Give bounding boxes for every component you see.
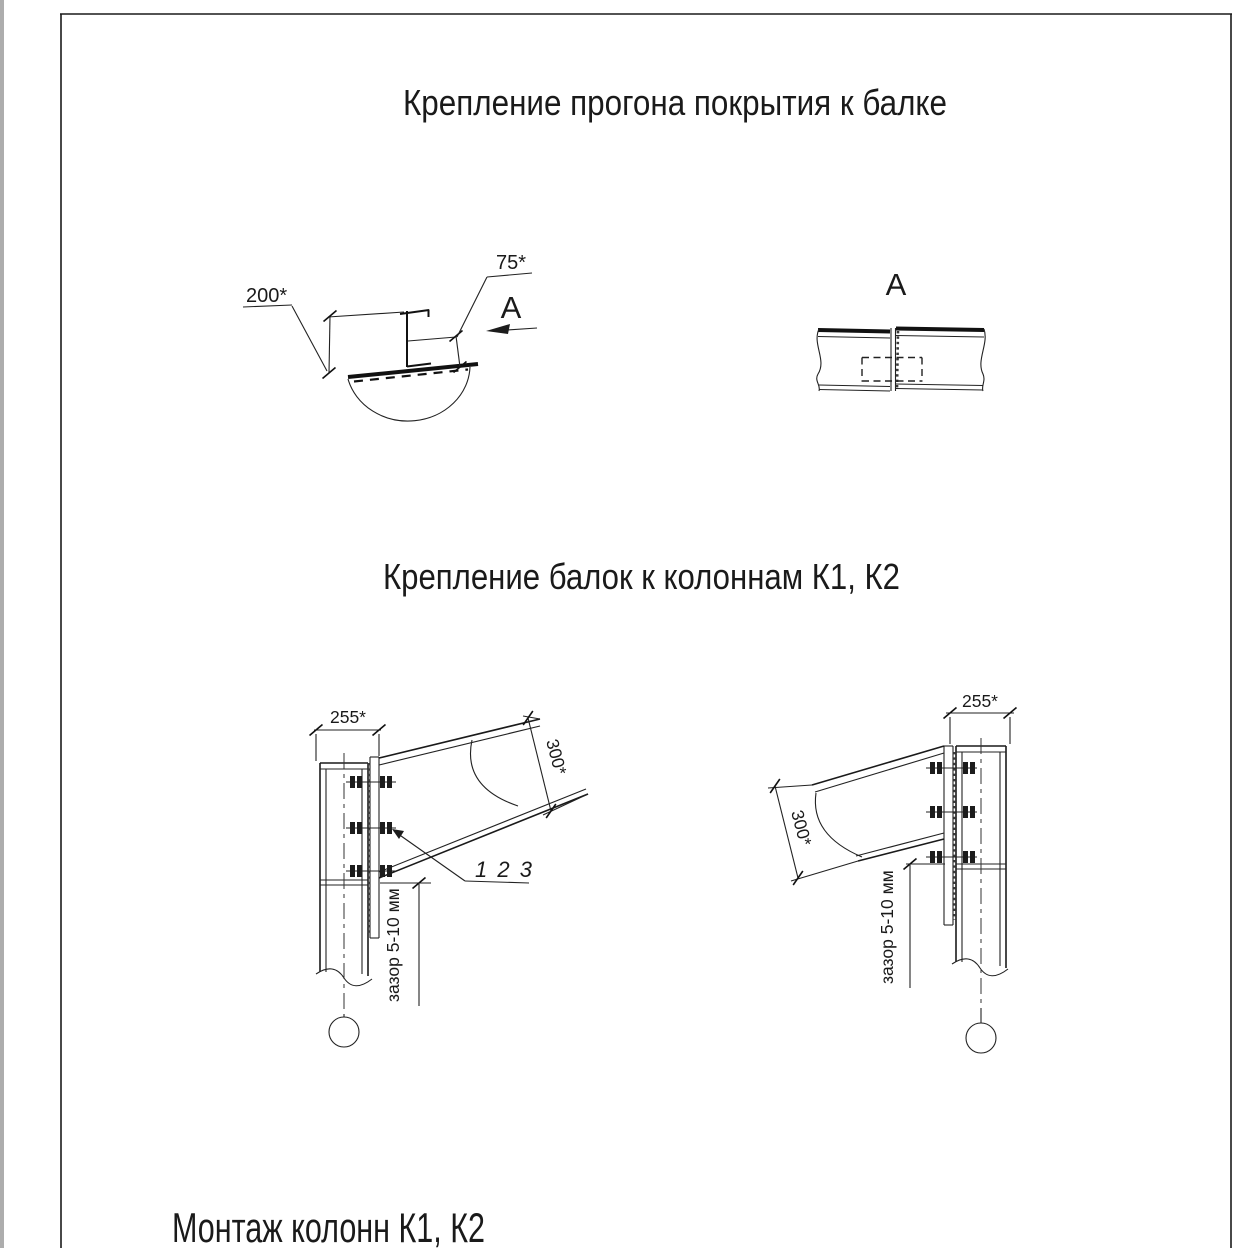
bolt [926, 806, 977, 818]
dim-255-label: 255* [330, 707, 366, 727]
dimension-300: 300* [519, 710, 571, 819]
column-break-line [951, 958, 1009, 977]
bolt [926, 851, 977, 863]
beam-break-line [470, 739, 519, 807]
title-column-section: Монтаж колонн К1, К2 [172, 1204, 485, 1248]
dim-255-label: 255* [962, 691, 998, 711]
bolt [346, 865, 396, 877]
right-break-line [980, 328, 986, 392]
view-arrow-icon [486, 324, 510, 334]
parts-callout: 1 2 3 [392, 829, 534, 884]
dim-200-label: 200* [246, 285, 287, 307]
beam-end-plate [943, 745, 956, 926]
dimension-255: 255* [308, 707, 387, 761]
beam-web-break-arc [347, 366, 471, 422]
purlin-beam-detail: 200* 75* А [242, 252, 538, 422]
gap-dimension: зазор 5-10 мм [877, 857, 945, 988]
view-mark-label: А [501, 290, 522, 325]
leader-arrow-icon [392, 829, 404, 839]
column-profile [951, 738, 1009, 1008]
column-profile [315, 753, 373, 1014]
bolt [346, 822, 396, 834]
parts-label: 1 2 3 [475, 857, 534, 882]
beam-break-line [814, 792, 863, 858]
grid-bubble [328, 1014, 360, 1048]
weld-seam [895, 330, 900, 390]
dim-300-label: 300* [787, 808, 816, 848]
gap-label: зазор 5-10 мм [877, 870, 897, 984]
gap-dimension: зазор 5-10 мм [380, 876, 431, 1006]
beam-elevation [816, 326, 986, 392]
right-joint-detail: 300* 255* [766, 691, 1018, 1054]
bolt [346, 776, 396, 788]
gap-label: зазор 5-10 мм [383, 888, 403, 1002]
dim-300-label: 300* [542, 737, 571, 777]
view-a-detail: А [816, 267, 986, 392]
left-joint-detail: 300* 255* [308, 707, 589, 1048]
view-direction-marker: А [486, 290, 538, 334]
beam-end-plate [367, 756, 380, 939]
hidden-splice-plate [861, 356, 923, 382]
bolt-group [346, 776, 396, 877]
title-beam-section: Крепление балок к колоннам К1, К2 [383, 556, 900, 597]
dimension-255: 255* [942, 691, 1018, 744]
dimension-200: 200* [242, 285, 405, 380]
beam-profile [767, 745, 945, 882]
purlin-profile [399, 309, 457, 368]
left-break-line [816, 328, 822, 392]
view-a-title: А [886, 267, 907, 302]
dimension-300: 300* [766, 778, 816, 886]
dim-75-label: 75* [496, 252, 526, 274]
title-purlin-section: Крепление прогона покрытия к балке [403, 82, 947, 123]
beam-flange [347, 362, 479, 422]
bolt [926, 762, 977, 774]
grid-bubble [965, 1008, 997, 1054]
bolt-group [926, 762, 977, 863]
dimension-75: 75* [448, 252, 533, 374]
